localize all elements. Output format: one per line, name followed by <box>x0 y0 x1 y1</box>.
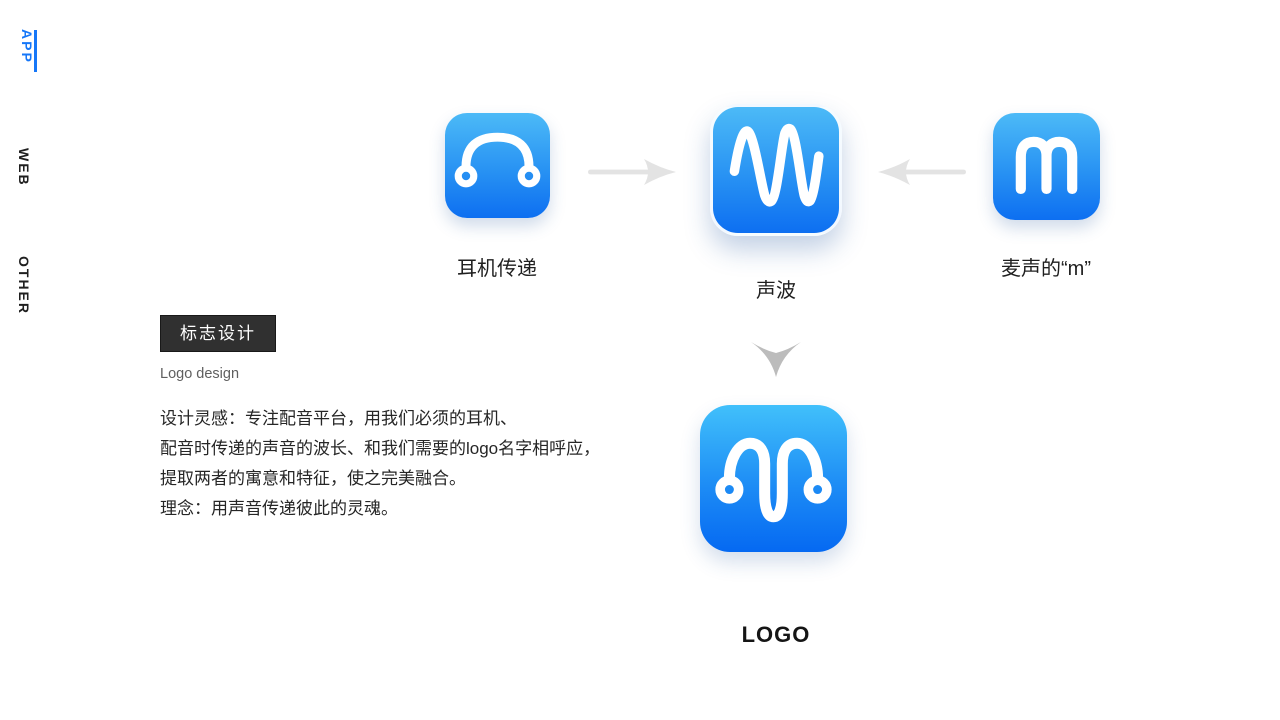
headphone-icon <box>445 113 550 218</box>
sidebar-item-other[interactable]: OTHER <box>16 256 32 315</box>
headphone-caption: 耳机传递 <box>457 258 537 280</box>
section-subtitle: Logo design <box>160 366 240 382</box>
active-tab-indicator <box>34 30 37 72</box>
section-title-badge: 标志设计 <box>160 315 276 352</box>
description-line: 设计灵感：专注配音平台，用我们必须的耳机、 <box>160 409 517 428</box>
logo-icon <box>700 405 847 552</box>
arrow-right-icon <box>588 159 676 185</box>
description-line: 配音时传递的声音的波长、和我们需要的logo名字相呼应， <box>160 439 601 458</box>
description-line: 理念：用声音传递彼此的灵魂。 <box>160 499 398 518</box>
logo-caption: LOGO <box>741 622 811 647</box>
arrow-left-icon <box>878 159 966 185</box>
design-description: 设计灵感：专注配音平台，用我们必须的耳机、 配音时传递的声音的波长、和我们需要的… <box>160 404 650 524</box>
sidebar-item-web[interactable]: WEB <box>16 148 32 187</box>
letter-m-icon <box>993 113 1100 220</box>
description-line: 提取两者的寓意和特征，使之完美融合。 <box>160 469 466 488</box>
arrow-down-icon <box>751 342 801 377</box>
soundwave-caption: 声波 <box>756 280 796 302</box>
sidebar-item-app[interactable]: APP <box>19 29 35 64</box>
letter-m-caption: 麦声的“m” <box>1001 258 1091 280</box>
soundwave-icon <box>710 104 842 236</box>
